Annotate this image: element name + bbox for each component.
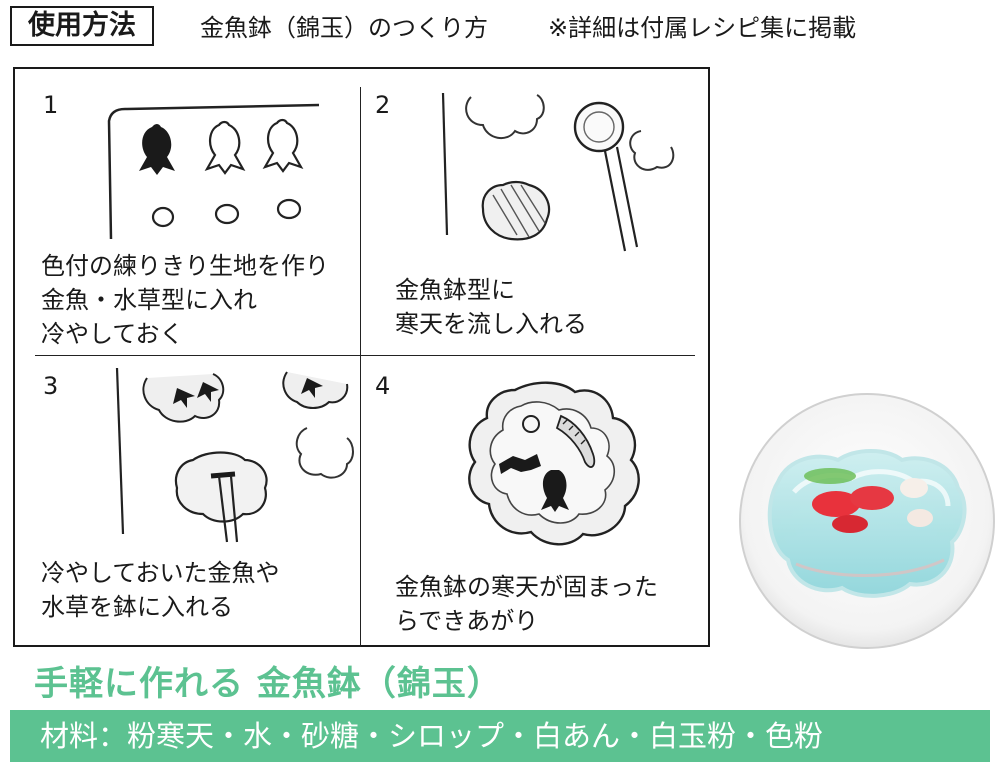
step-4-text: 金魚鉢の寒天が固まった らできあがり — [395, 570, 658, 638]
water-plant-icon — [555, 414, 596, 468]
step-2-line-2: 寒天を流し入れる — [395, 310, 587, 338]
shiratama-icon — [900, 478, 928, 498]
steps-grid: 1 色付の練りきり生地を作り 金魚・水草型に入れ 冷やしておく 2 — [13, 67, 710, 647]
agar-mold-icon — [481, 180, 551, 241]
goldfish-mold-filled-icon — [139, 124, 175, 175]
step-2-line-1: 金魚鉢型に — [395, 276, 515, 304]
adding-goldfish-sketch — [115, 367, 354, 543]
step-4-number: 4 — [375, 372, 391, 400]
goldfish-mold-empty-icon — [204, 120, 246, 175]
step-4: 4 金魚鉢の寒天が固まった らできあがり — [361, 356, 704, 641]
step-3-number: 3 — [43, 372, 59, 400]
goldfish-icon — [173, 388, 195, 408]
step-3-line-2: 水草を鉢に入れる — [41, 593, 233, 621]
recipe-note: ※詳細は付属レシピ集に掲載 — [548, 14, 857, 42]
usage-label: 使用方法 — [10, 6, 154, 46]
finished-bowl-sketch — [468, 381, 640, 546]
round-mold-icon — [276, 198, 302, 220]
goldfish-mold-empty-icon — [262, 118, 304, 173]
step-1-line-3: 冷やしておく — [41, 320, 184, 348]
step-2-number: 2 — [375, 91, 391, 119]
recipe-title: 金魚鉢（錦玉）のつくり方 — [200, 14, 488, 42]
ingredients-banner: 材料：粉寒天・水・砂糖・シロップ・白あん・白玉粉・色粉 — [10, 710, 990, 762]
ladle-icon — [573, 101, 625, 153]
step-4-line-2: らできあがり — [395, 607, 539, 635]
step-1-number: 1 — [43, 91, 59, 119]
step-3-line-1: 冷やしておいた金魚や — [41, 559, 280, 587]
step-3: 3 冷やしておいた金魚や 水草を鉢に入れる — [15, 356, 358, 641]
grid-divider-horizontal — [35, 355, 695, 356]
chopsticks-icon — [217, 475, 239, 543]
round-mold-icon — [151, 206, 175, 228]
step-1-line-1: 色付の練りきり生地を作り — [41, 252, 329, 280]
water-plant-icon — [804, 468, 856, 484]
step-4-line-1: 金魚鉢の寒天が固まった — [395, 573, 659, 601]
pouring-agar-sketch — [441, 92, 675, 252]
grid-divider-vertical — [360, 87, 361, 647]
step-2: 2 金魚鉢型に 寒天を流し入れる — [361, 69, 704, 354]
step-1-line-2: 金魚・水草型に入れ — [41, 286, 257, 314]
round-mold-icon — [214, 203, 240, 225]
promo-headline: 手軽に作れる 金魚鉢（錦玉） — [34, 664, 502, 704]
goldfish-icon — [197, 382, 219, 402]
step-1-text: 色付の練りきり生地を作り 金魚・水草型に入れ 冷やしておく — [41, 249, 329, 351]
goldfish-icon — [812, 491, 860, 517]
goldfish-icon — [499, 454, 541, 474]
step-2-text: 金魚鉢型に 寒天を流し入れる — [395, 273, 587, 341]
goldfish-icon — [541, 470, 569, 512]
step-3-text: 冷やしておいた金魚や 水草を鉢に入れる — [41, 556, 280, 624]
step-1: 1 色付の練りきり生地を作り 金魚・水草型に入れ 冷やしておく — [15, 69, 358, 354]
mold-tray-sketch — [107, 103, 320, 239]
goldfish-icon — [850, 486, 894, 510]
goldfish-icon — [301, 378, 323, 398]
goldfish-bowl-photo — [739, 393, 995, 649]
